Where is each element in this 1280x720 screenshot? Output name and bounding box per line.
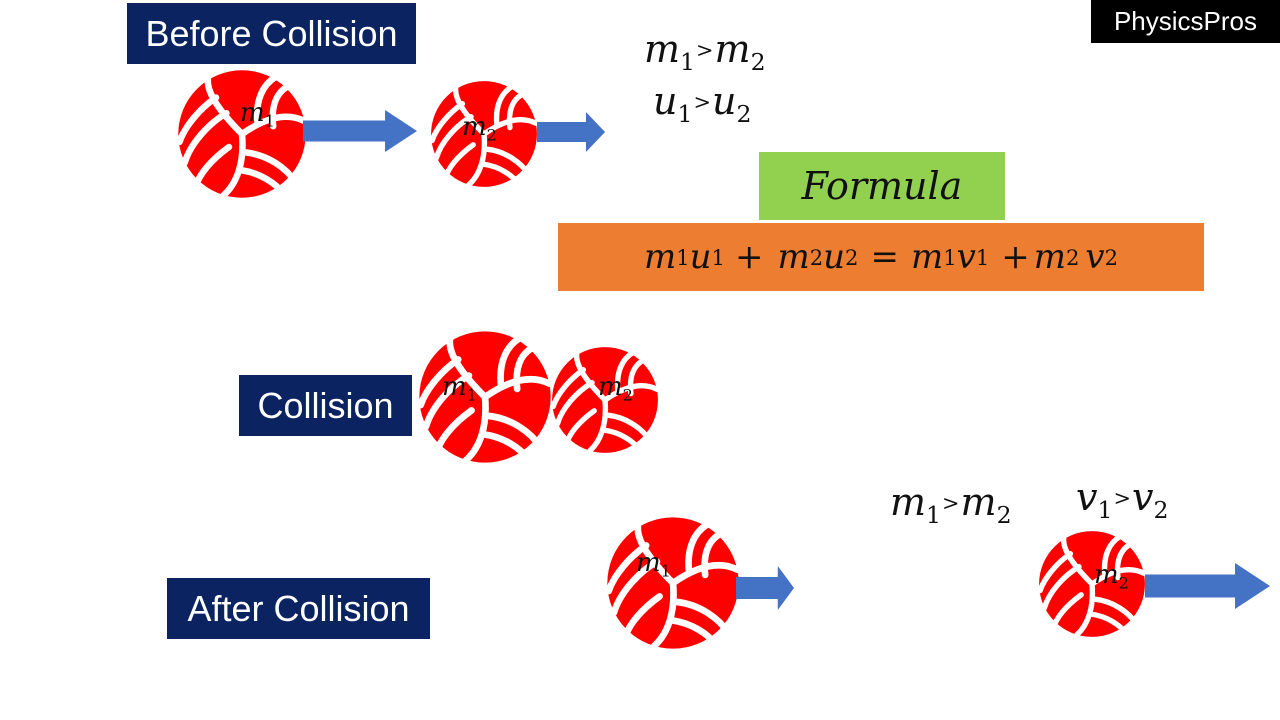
- ball-m2-after: [1038, 530, 1146, 638]
- ball-m1-before-label: m1: [240, 98, 275, 131]
- ball-m1-collision-label: m1: [442, 372, 477, 405]
- ball-m1-before: [177, 68, 307, 200]
- formula-title: Formula: [759, 152, 1005, 220]
- before-collision-label: Before Collision: [127, 3, 416, 64]
- collision-label: Collision: [239, 375, 412, 436]
- ball-m2-after-label: m2: [1094, 560, 1129, 593]
- ball-m2-collision-label: m2: [598, 372, 633, 405]
- arrow-m1-after: [736, 566, 794, 610]
- brand-label: PhysicsPros: [1091, 0, 1280, 43]
- ball-m1-after: [606, 516, 740, 650]
- arrow-m2-before: [537, 112, 605, 152]
- before-mass-condition: m1>m2: [644, 27, 766, 77]
- ball-m1-collision: [418, 330, 552, 464]
- arrow-m1-before: [303, 110, 417, 152]
- ball-m1-after-label: m1: [636, 548, 671, 581]
- ball-m2-before-label: m2: [462, 112, 497, 145]
- after-velocity-condition: v1>v2: [1076, 475, 1169, 525]
- arrow-m2-after: [1145, 563, 1270, 609]
- before-velocity-condition: u1>u2: [653, 79, 752, 129]
- after-mass-condition: m1>m2: [890, 480, 1012, 530]
- after-collision-label: After Collision: [167, 578, 430, 639]
